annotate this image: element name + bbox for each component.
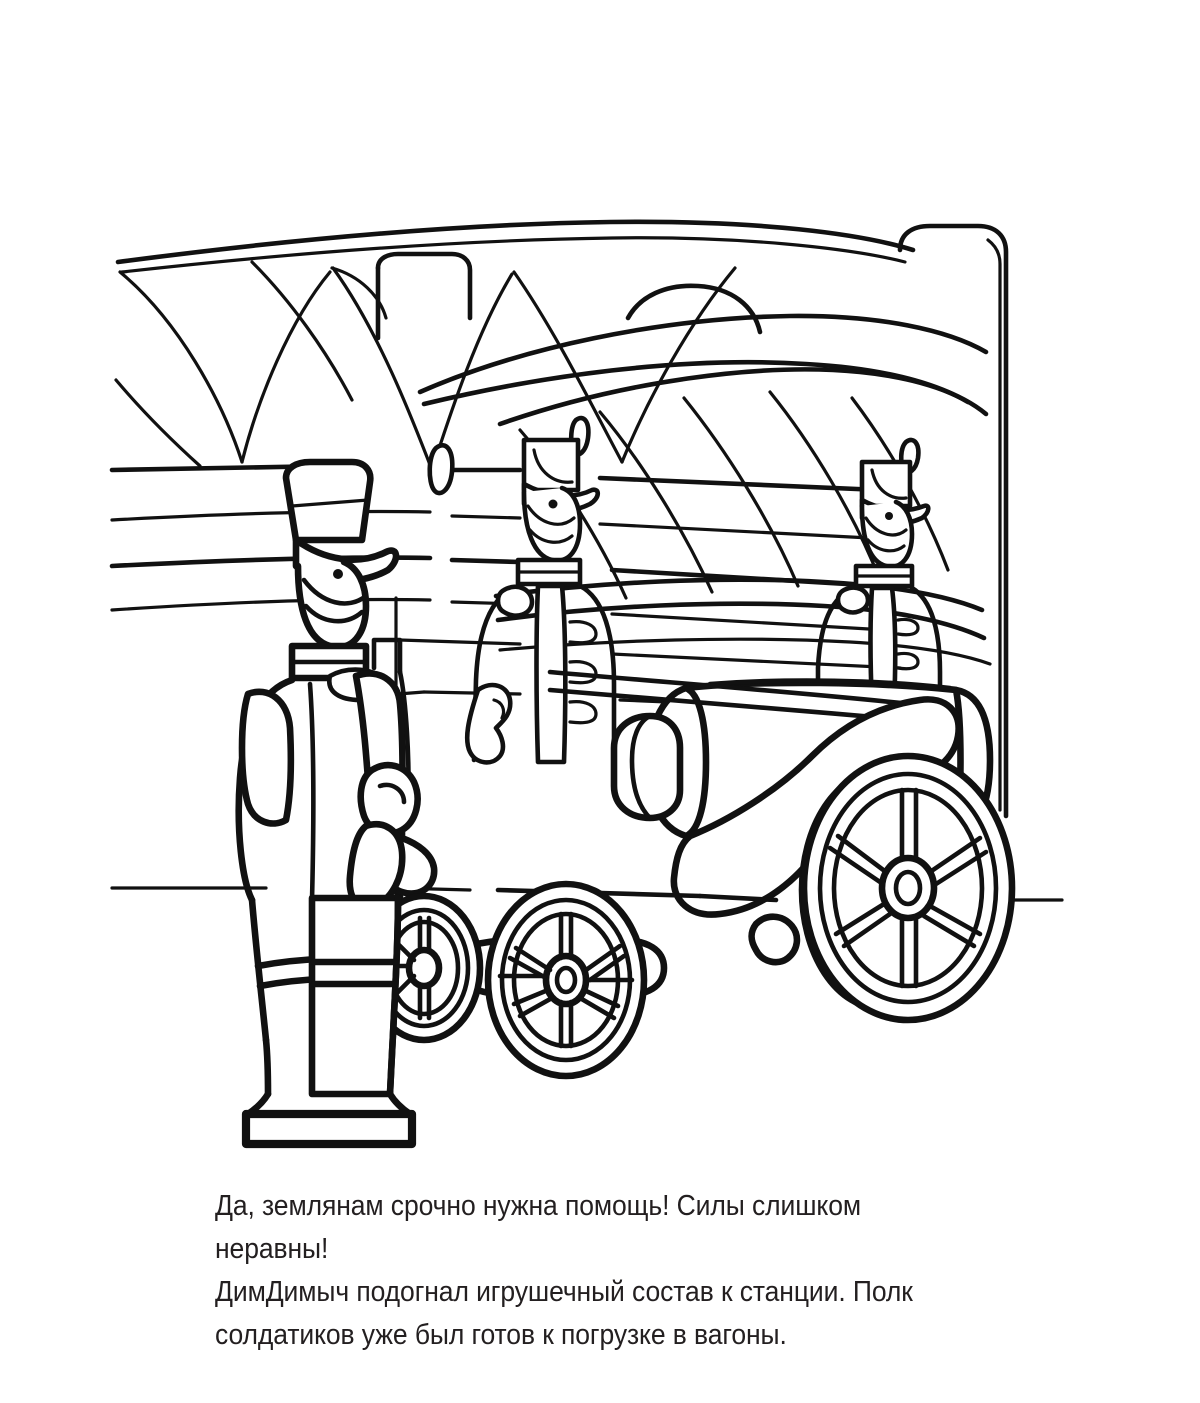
soldier-middle bbox=[464, 415, 617, 765]
eye-icon bbox=[333, 569, 343, 579]
station-canopy bbox=[114, 219, 916, 472]
soldier-right bbox=[815, 437, 943, 715]
soldier-front-overlap bbox=[308, 894, 402, 1098]
eye-icon bbox=[885, 512, 893, 520]
eye-icon bbox=[548, 499, 558, 509]
caption-block: Да, землянам срочно нужна помощь! Силы с… bbox=[215, 1185, 1005, 1357]
coloring-illustration bbox=[109, 219, 1064, 1149]
soldier-front bbox=[235, 443, 455, 1149]
wheel-large bbox=[798, 752, 1016, 1024]
caption-text: Да, землянам срочно нужна помощь! Силы с… bbox=[215, 1190, 913, 1351]
line-art-svg bbox=[109, 219, 1064, 1149]
wheel-medium bbox=[484, 880, 648, 1080]
